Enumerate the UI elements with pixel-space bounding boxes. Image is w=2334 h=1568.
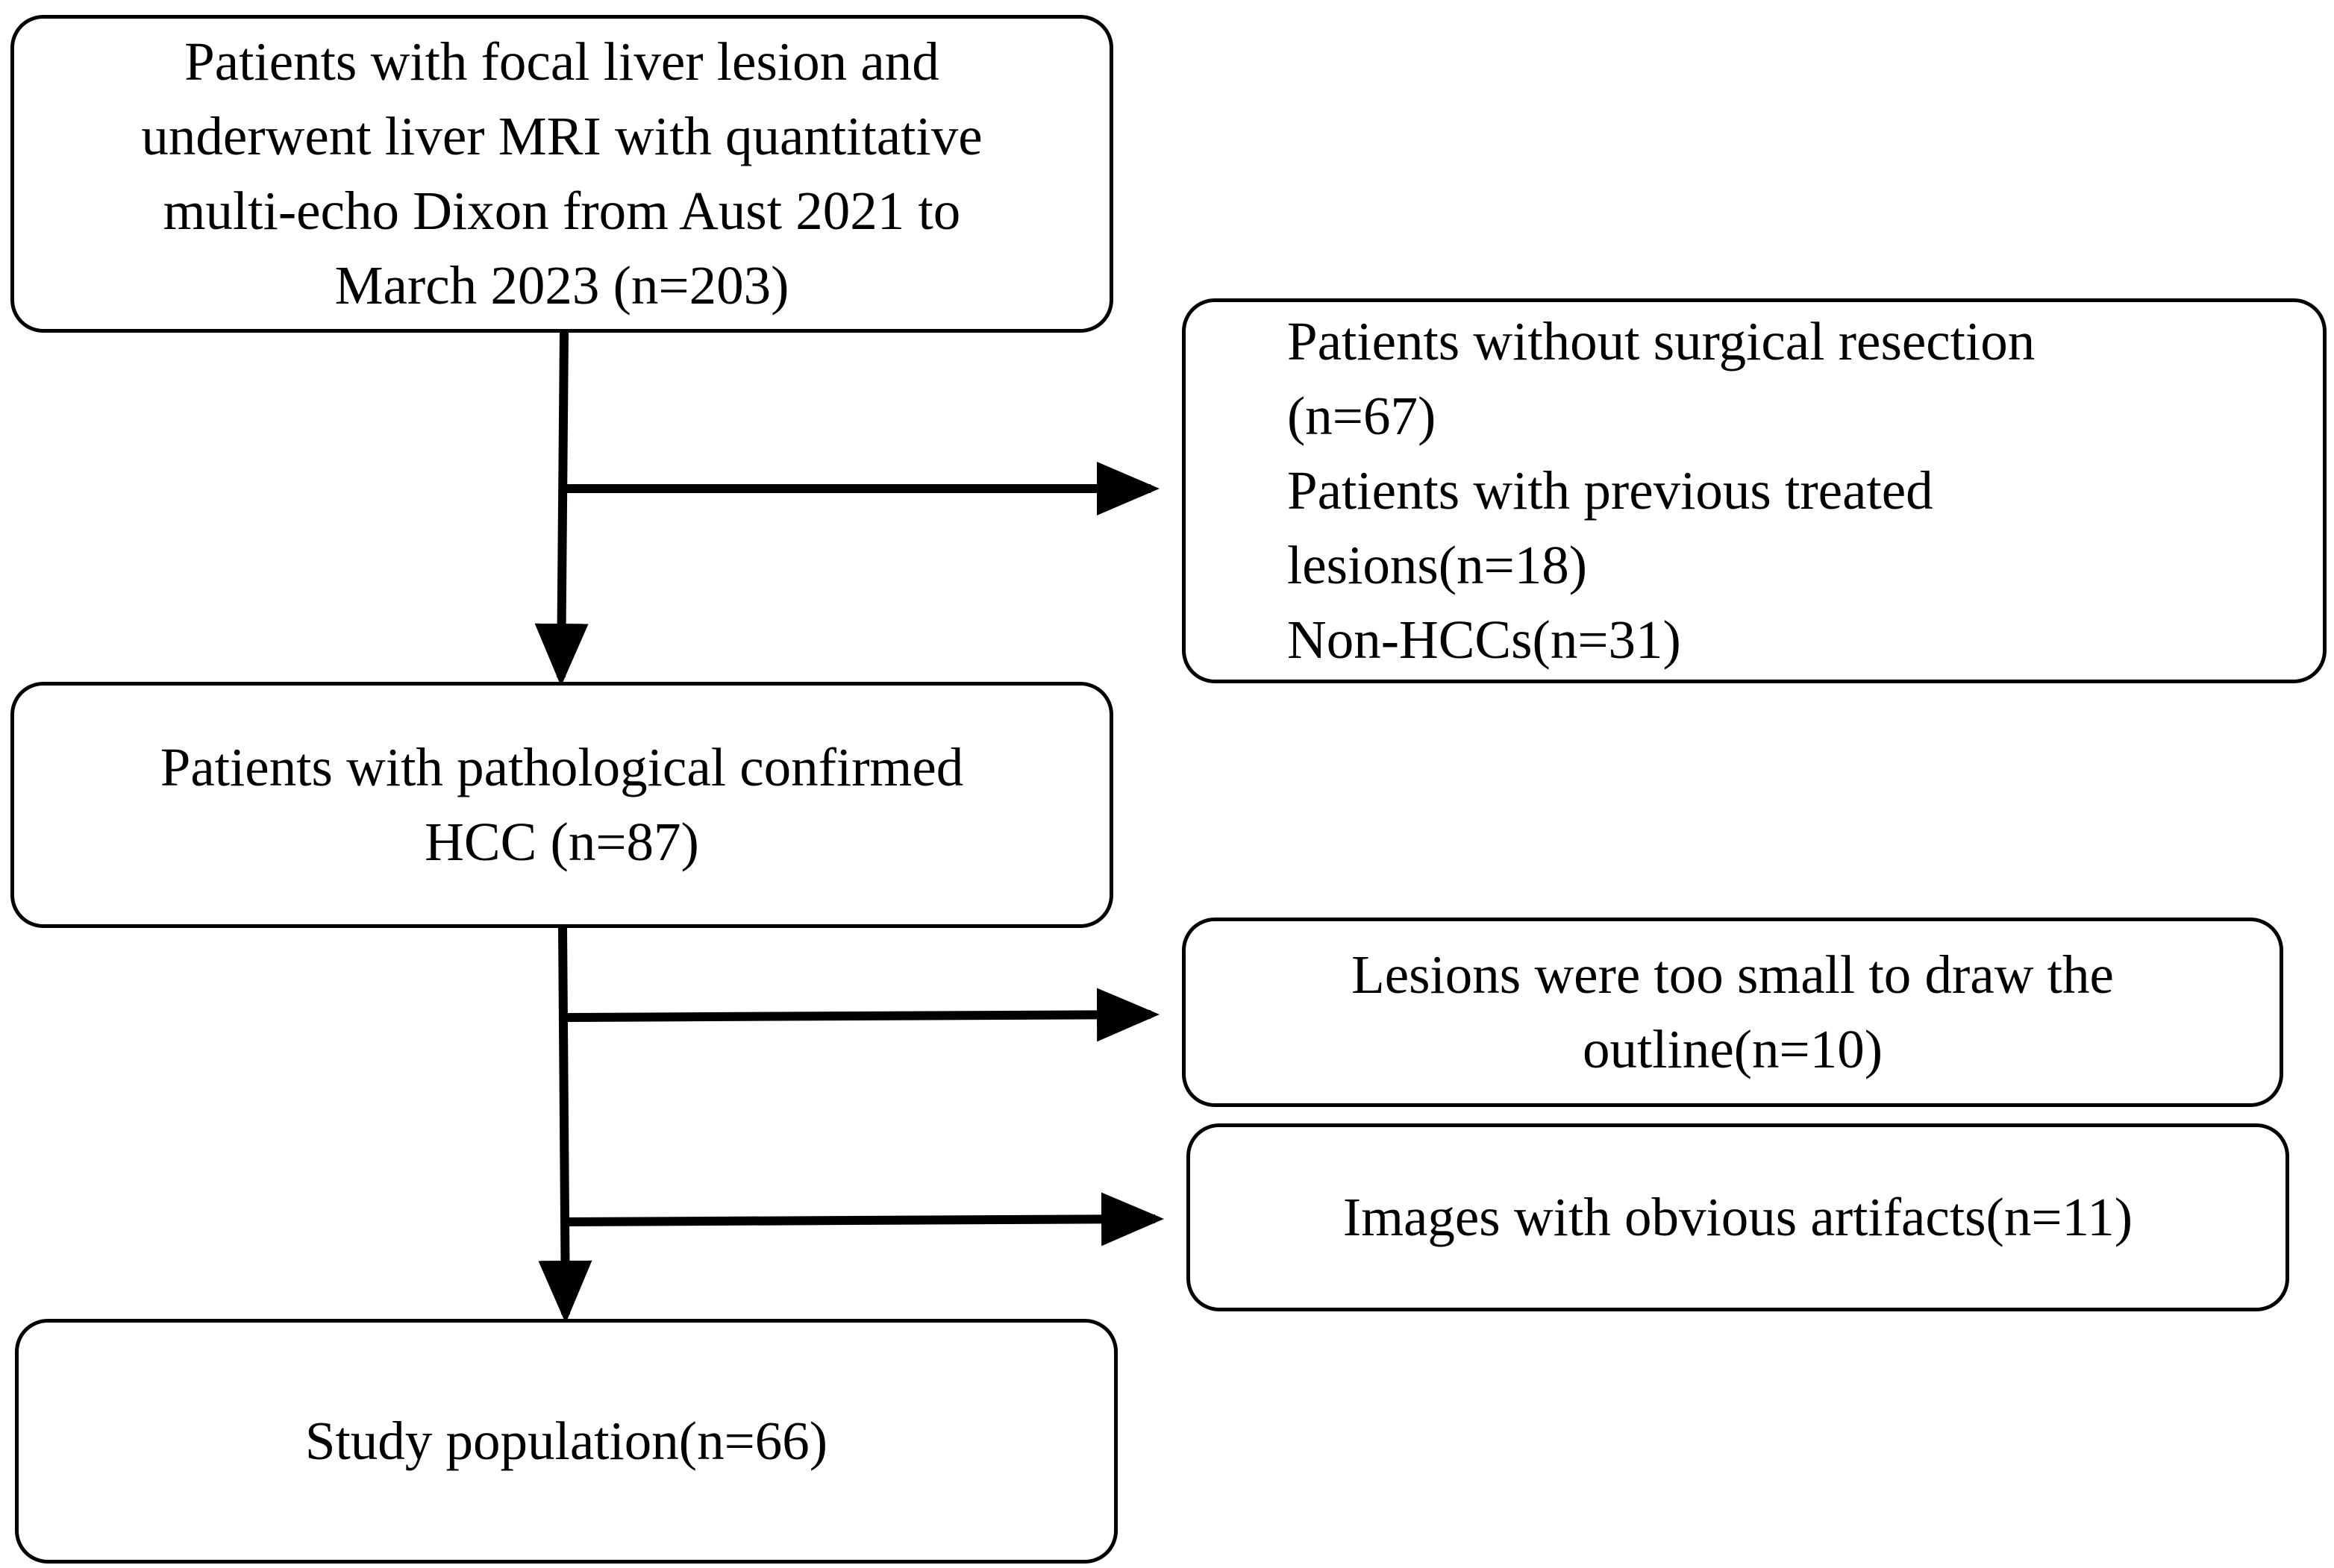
- box-text-line: March 2023 (n=203): [334, 255, 789, 316]
- exclusion-box-1: Patients without surgical resection (n=6…: [1182, 298, 2327, 683]
- box-text-line: Patients with previous treated: [1287, 460, 1933, 521]
- arrow-to-exclusion-3: [564, 1192, 1164, 1246]
- exclusion-box-3: Images with obvious artifacts(n=11): [1186, 1123, 2289, 1311]
- box-text-line: underwent liver MRI with quantitative: [141, 106, 983, 166]
- box-text-line: outline(n=10): [1582, 1019, 1883, 1079]
- box-text-line: Patients with pathological confirmed: [160, 737, 964, 797]
- initial-cohort-box: Patients with focal liver lesion and und…: [10, 15, 1113, 333]
- box-text-line: Patients with focal liver lesion and: [184, 31, 939, 92]
- confirmed-hcc-box: Patients with pathological confirmed HCC…: [10, 682, 1113, 928]
- box-text-line: (n=67): [1287, 386, 1436, 446]
- arrow-confirmed-to-final: [538, 927, 592, 1323]
- box-text-line: lesions(n=18): [1287, 535, 1588, 595]
- arrow-initial-to-confirmed: [534, 332, 589, 686]
- exclusion-box-2: Lesions were too small to draw the outli…: [1182, 918, 2283, 1107]
- arrow-to-exclusion-2: [563, 988, 1160, 1042]
- box-text-line: Patients without surgical resection: [1287, 311, 2036, 371]
- box-text-line: Lesions were too small to draw the: [1351, 944, 2114, 1005]
- box-text-line: multi-echo Dixon from Aust 2021 to: [163, 181, 961, 241]
- box-text-line: Study population(n=66): [304, 1411, 828, 1471]
- box-text-line: Non-HCCs(n=31): [1287, 609, 1681, 670]
- study-population-box: Study population(n=66): [15, 1319, 1118, 1564]
- box-text-line: Images with obvious artifacts(n=11): [1342, 1187, 2133, 1247]
- box-text-line: HCC (n=87): [425, 812, 699, 872]
